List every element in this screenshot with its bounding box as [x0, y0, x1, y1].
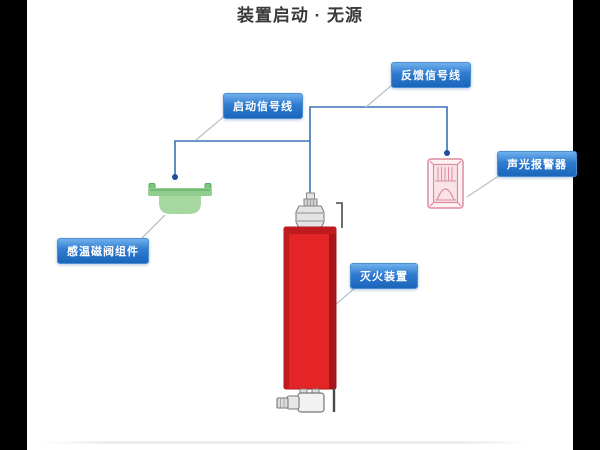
alarm-device-graphic — [427, 158, 464, 209]
wire-endpoint-dot-alarm — [444, 150, 450, 156]
startup-wire-path — [174, 140, 310, 175]
leader-feedback — [365, 84, 393, 108]
cylinder-valve-nut — [295, 205, 325, 229]
cylinder-nozzle-tip — [276, 397, 289, 409]
page-title: 装置启动 · 无源 — [236, 6, 364, 25]
label-startup-signal-wire: 启动信号线 — [223, 93, 303, 119]
signal-wires — [172, 106, 450, 196]
label-sound-light-alarm: 声光报警器 — [497, 151, 577, 177]
wire-endpoint-dot-valve — [172, 174, 178, 180]
label-feedback-signal-wire: 反馈信号线 — [391, 62, 471, 88]
valve-rim — [148, 188, 212, 196]
cylinder-body — [283, 226, 337, 390]
leader-startup — [195, 113, 228, 141]
valve-device-graphic — [148, 183, 212, 214]
left-black-bar — [0, 0, 27, 450]
leader-extinguisher — [334, 286, 357, 306]
ground-shadow-line — [40, 441, 532, 444]
alarm-horn-arc — [436, 188, 455, 201]
extinguisher-device-graphic — [276, 192, 343, 413]
label-leader-lines — [140, 84, 501, 306]
label-heat-sensing-valve: 感温磁阀组件 — [57, 238, 149, 264]
leader-valve — [140, 214, 166, 240]
label-extinguishing-device: 灭火装置 — [350, 263, 418, 289]
feedback-wire-path — [309, 106, 448, 196]
right-black-bar — [573, 0, 600, 450]
leader-alarm — [466, 174, 501, 198]
valve-body — [159, 196, 201, 214]
cylinder-bottom-fitting — [297, 392, 325, 413]
